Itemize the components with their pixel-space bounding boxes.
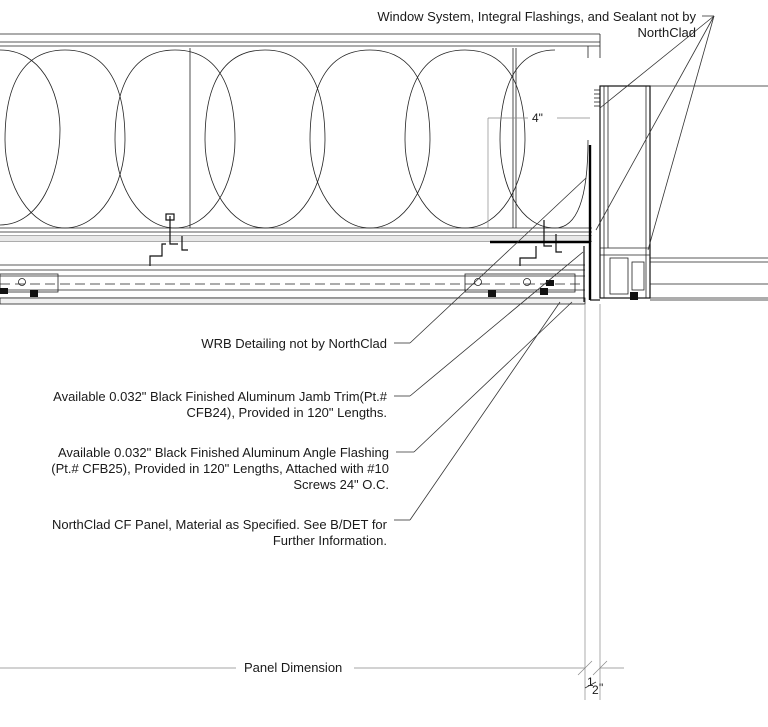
cf-panel	[0, 264, 586, 305]
mounting-clips	[149, 213, 562, 266]
callout-panel-line2: Further Information.	[273, 533, 387, 548]
callout-angle-flashing: Available 0.032" Black Finished Aluminum…	[51, 445, 389, 492]
window-frame	[594, 85, 768, 301]
batt-insulation	[0, 49, 589, 229]
gap-dimension-numerator: 1	[587, 675, 594, 689]
callout-panel-line1: NorthClad CF Panel, Material as Specifie…	[52, 517, 388, 532]
panel-dimension: Panel Dimension 1 2 "	[0, 304, 624, 700]
callout-jamb-trim-line2: CFB24), Provided in 120" Lengths.	[187, 405, 387, 420]
leader-lines	[394, 15, 715, 521]
panel-dimension-label: Panel Dimension	[244, 660, 342, 675]
callout-angle-flashing-line1: Available 0.032" Black Finished Aluminum…	[58, 445, 389, 460]
callout-angle-flashing-line3: Screws 24" O.C.	[293, 477, 389, 492]
gap-dimension-unit: "	[599, 681, 603, 695]
callout-window-system: Window System, Integral Flashings, and S…	[377, 9, 696, 40]
callout-panel: NorthClad CF Panel, Material as Specifie…	[52, 517, 388, 548]
callout-jamb-trim: Available 0.032" Black Finished Aluminum…	[53, 389, 388, 420]
callout-jamb-trim-line1: Available 0.032" Black Finished Aluminum…	[53, 389, 388, 404]
gap-dimension-denominator: 2	[592, 683, 599, 697]
callout-window-line2: NorthClad	[637, 25, 696, 40]
callout-wrb-line1: WRB Detailing not by NorthClad	[201, 336, 387, 351]
wall-assembly: 4"	[0, 33, 601, 242]
insulation-offset-dimension: 4"	[532, 111, 543, 125]
jamb-trim-flashing	[490, 145, 600, 302]
callout-angle-flashing-line2: (Pt.# CFB25), Provided in 120" Lengths, …	[51, 461, 389, 476]
callout-window-line1: Window System, Integral Flashings, and S…	[377, 9, 696, 24]
callout-wrb: WRB Detailing not by NorthClad	[201, 336, 387, 351]
